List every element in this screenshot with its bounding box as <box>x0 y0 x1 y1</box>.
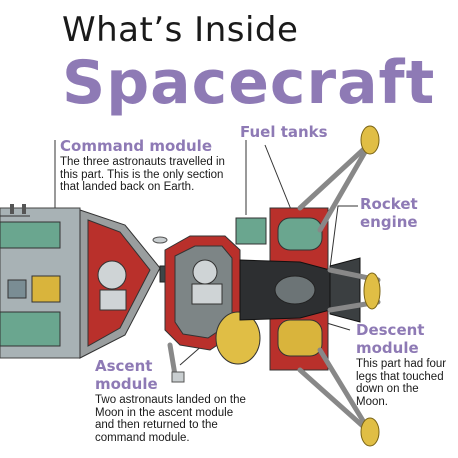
descent-module-text: This part had four legs that touched dow… <box>356 358 447 408</box>
rocket-engine-heading-2: engine <box>360 213 418 231</box>
fuel-tank-gold-right <box>277 319 323 357</box>
title-line-2: Spacecraft <box>62 48 436 118</box>
command-module-heading: Command module <box>60 137 212 155</box>
fuel-tanks-heading: Fuel tanks <box>240 123 328 141</box>
leader-rocket-engine <box>329 205 358 269</box>
leader-fuel-tank-right <box>264 144 293 213</box>
fuel-tank-gold-left <box>215 311 261 365</box>
gold-tank-small <box>31 275 61 303</box>
astronaut <box>97 260 127 290</box>
green-tank-bottom <box>0 311 61 347</box>
antenna <box>152 236 185 383</box>
landing-pads <box>360 125 381 447</box>
ascent-module-heading-1: Ascent <box>95 357 153 375</box>
rocket-engine-heading-1: Rocket <box>360 195 418 213</box>
ascent-module-text: Two astronauts landed on the Moon in the… <box>95 394 246 444</box>
title-line-1: What’s Inside <box>62 10 299 50</box>
descent-module-heading-1: Descent <box>356 321 425 339</box>
command-module-text: The three astronauts travelled in this p… <box>60 156 225 193</box>
astronaut-2 <box>192 259 218 285</box>
fuel-tank-green-right <box>277 217 323 251</box>
rocket-engine-nozzle <box>329 257 361 323</box>
fuel-tank-green-left <box>235 217 267 245</box>
lunar-module <box>164 207 361 371</box>
ascent-module-heading-2: module <box>95 375 158 393</box>
green-tank-top <box>0 221 61 249</box>
landing-legs <box>167 145 381 431</box>
command-service-module <box>0 204 211 359</box>
descent-module-heading-2: module <box>356 339 419 357</box>
